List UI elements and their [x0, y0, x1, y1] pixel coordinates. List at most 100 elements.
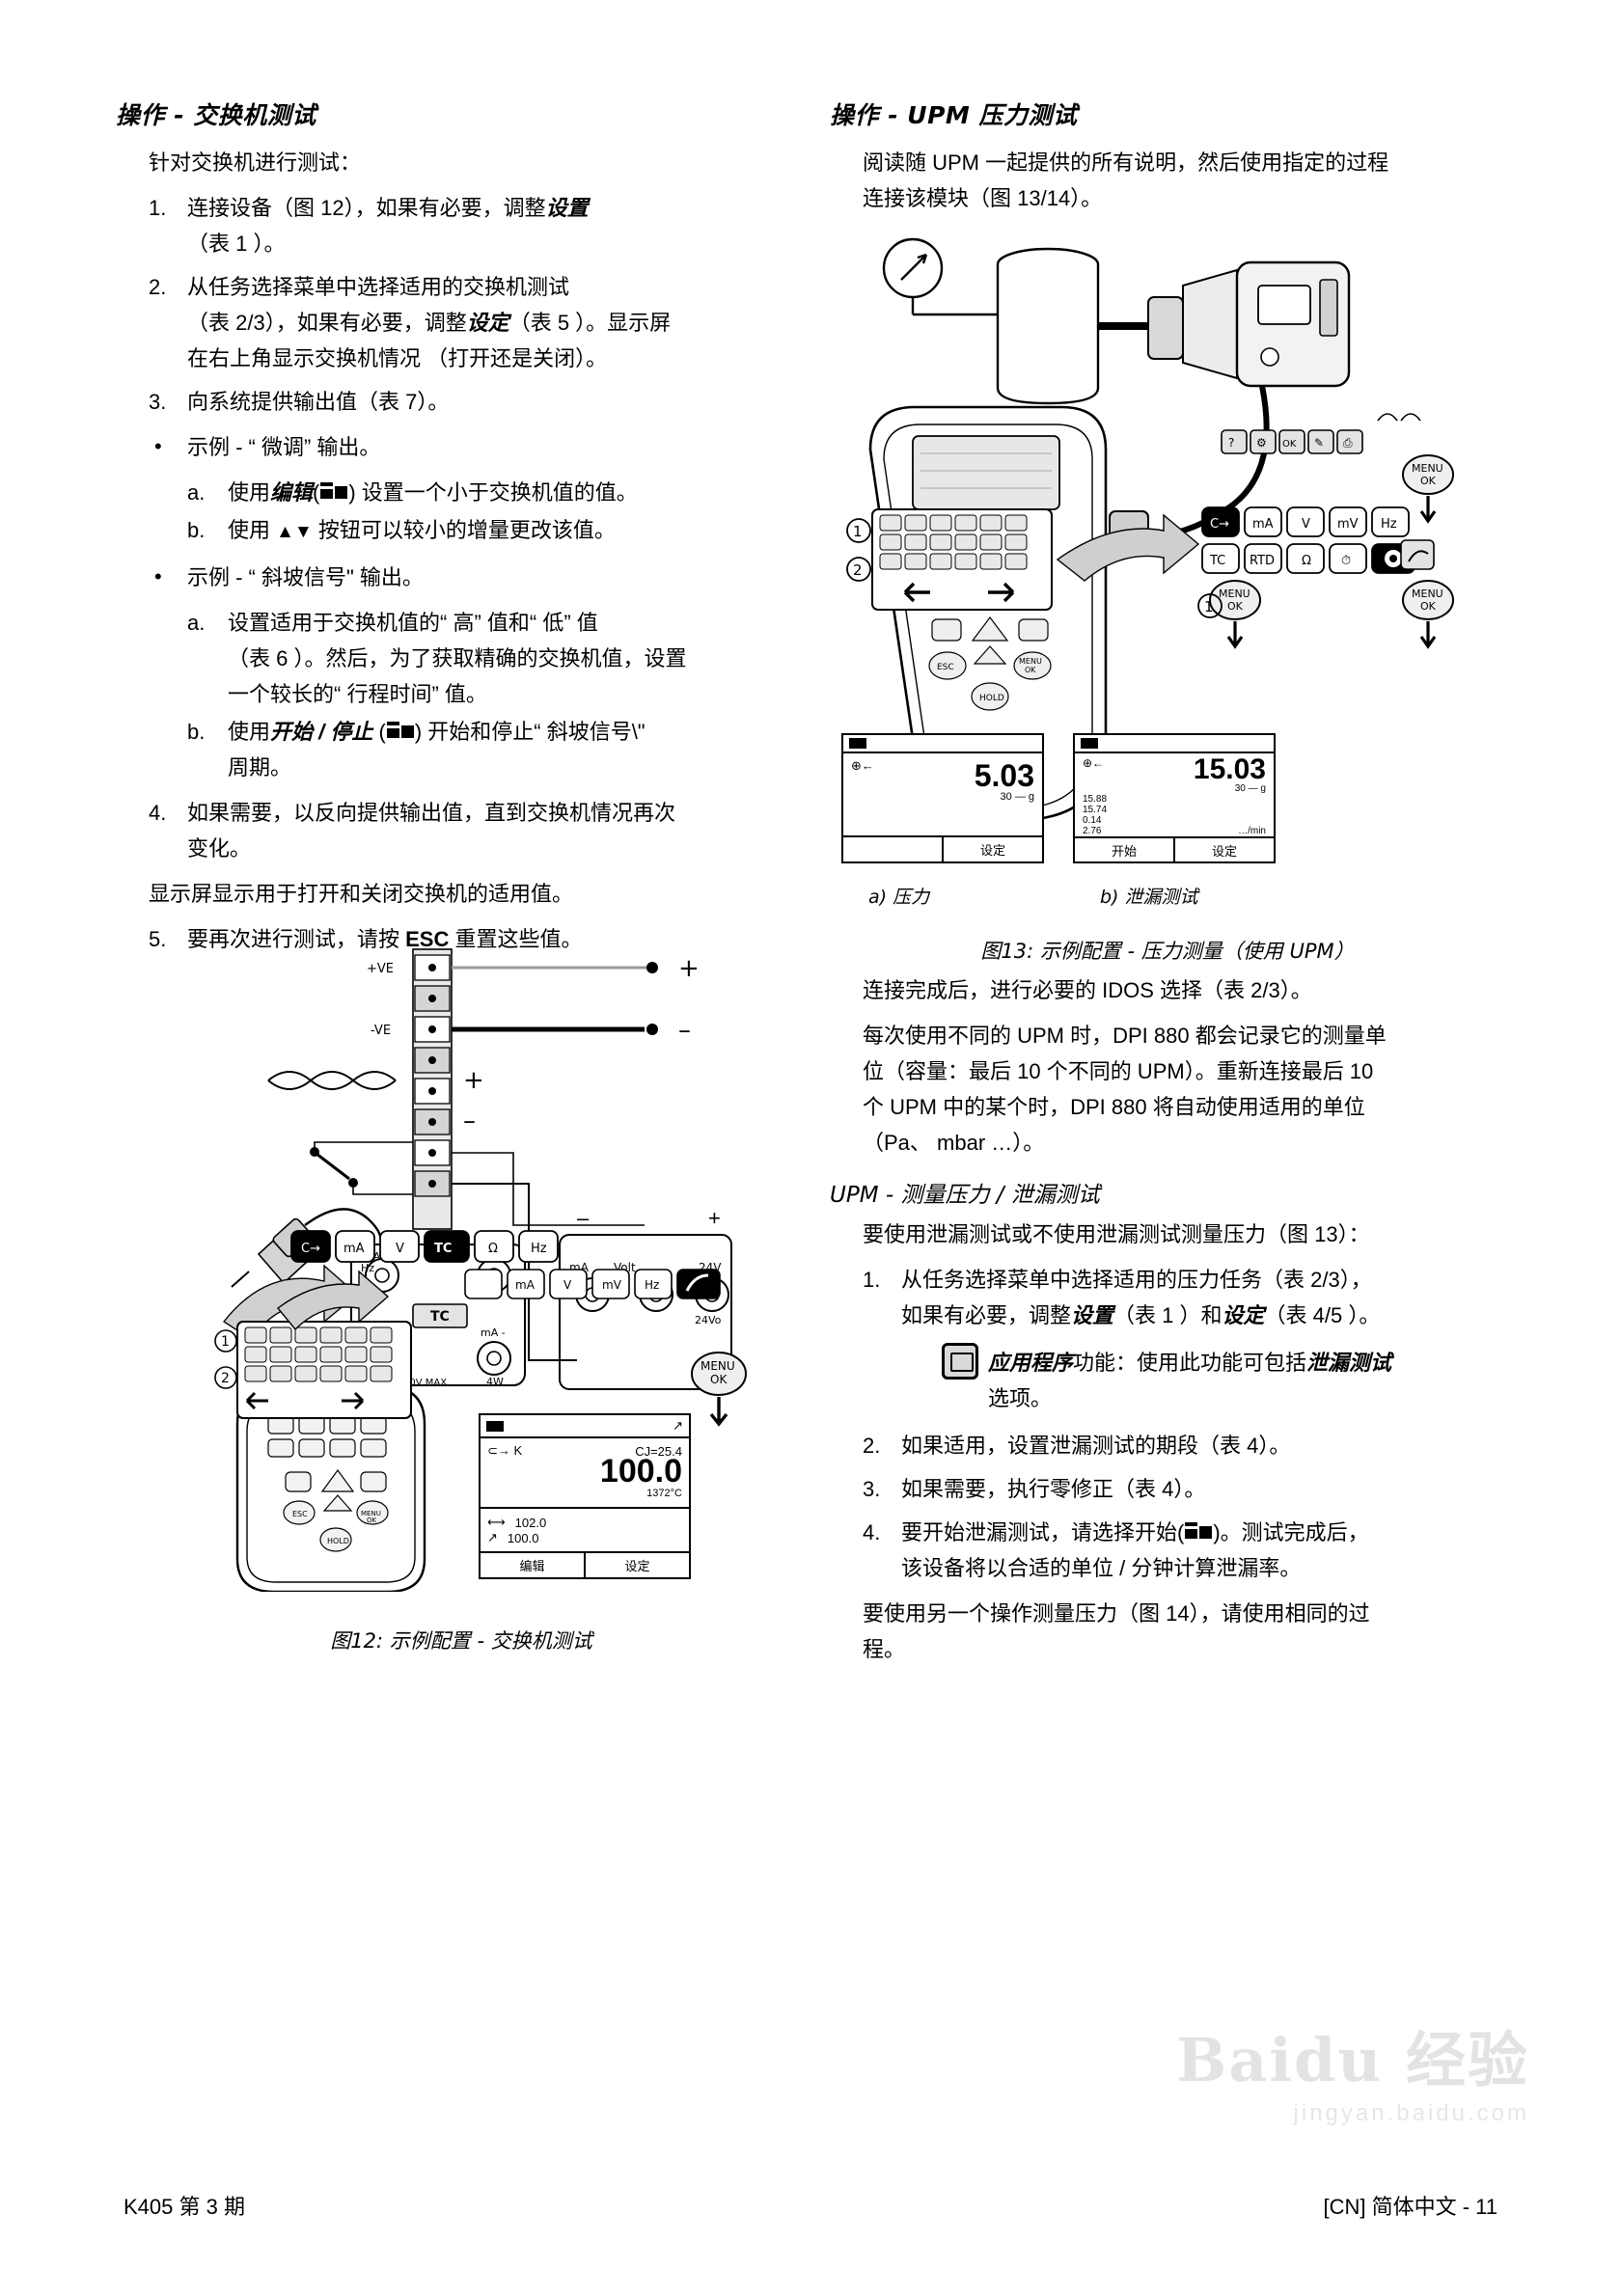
list-item: a. 设置适用于交换机值的“ 高” 值和“ 低” 值（表 6 ）。然后，为了获取… — [116, 605, 791, 712]
svg-text:30V MAX: 30V MAX — [403, 1378, 447, 1388]
wires-top — [452, 962, 658, 1035]
svg-text:?: ? — [1228, 436, 1234, 450]
figure-13-lcd-a: ⊕← 5.03 30 — g 设定 — [841, 733, 1044, 863]
svg-text:Ω: Ω — [488, 1242, 498, 1256]
svg-text:⚙: ⚙ — [1256, 436, 1267, 450]
callout-markers: 1 2 — [214, 1329, 237, 1389]
ramp-icon: ↗ — [673, 1418, 683, 1433]
right-after-fig: 连接完成后，进行必要的 IDOS 选择（表 2/3）。 — [863, 978, 1312, 1002]
lcd-cj-value: CJ=25.4 — [635, 1443, 682, 1459]
list-item: b. 使用开始 / 停止 () 开始和停止“ 斜坡信号\"周期。 — [116, 714, 791, 785]
figure-12-caption: 图12: 示例配置 - 交换机测试 — [330, 1629, 592, 1653]
application-function-icon — [942, 1343, 978, 1380]
key-square-icon — [335, 486, 348, 499]
right-section-heading: 操作 - UPM 压力测试 — [830, 101, 1078, 129]
list-item: 3. 向系统提供输出值（表 7）。 — [116, 384, 791, 420]
list-item: 4. 如果需要，以反向提供输出值，直到交换机情况再次变化。 — [116, 795, 791, 866]
callout-marker-1-fig13: 1 — [1197, 593, 1223, 618]
svg-text:mA: mA — [515, 1278, 536, 1292]
footer-left: K405 第 3 期 — [124, 2195, 245, 2219]
svg-text:ESC: ESC — [937, 663, 954, 672]
svg-text:OK: OK — [367, 1517, 377, 1524]
lcd-b-row-1: 15.88 — [1083, 794, 1108, 805]
left-sublist-2: a. 设置适用于交换机值的“ 高” 值和“ 低” 值（表 6 ）。然后，为了获取… — [116, 605, 791, 785]
list-marker: a. — [187, 480, 206, 505]
svg-text:2: 2 — [853, 561, 863, 579]
sub-step-text: 使用开始 / 停止 () 开始和停止“ 斜坡信号\"周期。 — [228, 720, 646, 779]
switch-symbol — [310, 1141, 413, 1195]
bullet-text: 示例 - “ 斜坡信号" 输出。 — [187, 565, 424, 589]
svg-text:MENU: MENU — [1219, 588, 1250, 600]
step-line: 要开始泄漏测试，请选择开始()。测试完成后，该设备将以合适的单位 / 分钟计算泄… — [901, 1520, 1369, 1580]
twisted-pair — [267, 1071, 397, 1090]
battery-icon — [849, 738, 866, 749]
svg-text:MENU: MENU — [1019, 657, 1042, 666]
callout-markers-fig13: 1 2 — [846, 518, 871, 582]
svg-text:mV: mV — [1337, 517, 1359, 532]
step-line: 连接设备（图 12），如果有必要，调整设置（表 1 ）。 — [187, 196, 589, 256]
svg-text:mA -: mA - — [481, 1326, 506, 1339]
list-marker: b. — [187, 518, 206, 542]
lcd-a-main-value: 5.03 — [974, 758, 1034, 793]
lcd-a-soft-button-right[interactable]: 设定 — [942, 837, 1042, 861]
lcd-soft-button-right[interactable]: 设定 — [624, 1559, 650, 1573]
svg-text:⏱: ⏱ — [1341, 554, 1351, 568]
label-plus-mid: + — [463, 1066, 484, 1095]
leak-icon-callout — [1400, 539, 1435, 570]
esc-key-label: ESC — [405, 927, 450, 951]
svg-text:V: V — [563, 1278, 572, 1292]
label-minus-mid: – — [463, 1107, 476, 1135]
svg-text:mA: mA — [1252, 517, 1274, 532]
svg-text:HOLD: HOLD — [327, 1537, 349, 1545]
step-line: 从任务选择菜单中选择适用的交换机测试（表 2/3），如果有必要，调整设定（表 5… — [187, 275, 672, 370]
lcd-soft-button-left[interactable]: 编辑 — [481, 1553, 586, 1577]
right-intro: 阅读随 UPM 一起提供的所有说明，然后使用指定的过程连接该模块（图 13/14… — [863, 150, 1389, 210]
svg-text:OK: OK — [1227, 600, 1244, 613]
lcd-a-mode-icon: ⊕← — [851, 758, 874, 773]
step-line: 如果需要，执行零修正（表 4）。 — [901, 1477, 1206, 1501]
menu-ok-callout-3: MENU OK — [1209, 580, 1261, 649]
svg-text:ESC: ESC — [292, 1510, 308, 1518]
dpi880-device: ESC MENU OK HOLD — [235, 1385, 426, 1592]
list-item: 3. 如果需要，执行零修正（表 4）。 — [830, 1471, 1505, 1507]
svg-text:TC: TC — [434, 1242, 452, 1256]
svg-text:Hz: Hz — [361, 1262, 374, 1274]
right-closing: 要使用另一个操作测量压力（图 14），请使用相同的过程。 — [863, 1601, 1370, 1661]
left-step-list-2: 4. 如果需要，以反向提供输出值，直到交换机情况再次变化。 — [116, 795, 791, 866]
lcd-row-icon-2: ↗ — [487, 1530, 498, 1544]
flow-arrow-2 — [276, 1270, 390, 1331]
svg-text:OK: OK — [1282, 439, 1297, 450]
arrow-down-icon: ▼ — [293, 522, 313, 542]
list-marker: 2. — [863, 1434, 881, 1458]
battery-icon — [1081, 738, 1098, 749]
pressure-vessel — [996, 247, 1100, 405]
right-sub-intro: 要使用泄漏测试或不使用泄漏测试测量压力（图 13）： — [863, 1222, 1370, 1246]
svg-text:Hz: Hz — [531, 1242, 547, 1256]
svg-text:mA: mA — [343, 1242, 365, 1256]
bullet-marker: • — [154, 434, 162, 458]
figure-12-lcd-screen: ↗ ⊂→ K CJ=25.4 100.0 1372°C ⟷ 102.0 ↗ 10… — [479, 1413, 691, 1579]
svg-text:1: 1 — [1204, 598, 1214, 615]
step-line: 要再次进行测试，请按 ESC 重置这些值。 — [187, 927, 583, 951]
step-line: 从任务选择菜单中选择适用的压力任务（表 2/3），如果有必要，调整设置（表 1 … — [901, 1268, 1381, 1327]
left-bullet-list-1: • 示例 - “ 微调” 输出。 — [116, 429, 791, 465]
lcd-row-value-2: 100.0 — [507, 1530, 539, 1545]
figure-12-task-row-selected: C→ mA V TC Ω Hz — [289, 1225, 608, 1283]
key-square-icon — [386, 722, 399, 738]
lcd-b-row-4: 2.76 — [1083, 826, 1102, 836]
lcd-b-soft-button-right[interactable]: 设定 — [1211, 844, 1237, 859]
figure-13-caption: 图13: 示例配置 - 压力测量（使用 UPM） — [980, 940, 1355, 963]
svg-text:MENU: MENU — [1412, 588, 1443, 600]
svg-text:V: V — [396, 1242, 404, 1256]
lcd-b-soft-button-left[interactable]: 开始 — [1075, 838, 1175, 862]
lcd-a-unit: 30 — g — [1000, 791, 1034, 803]
lcd-unit: 1372°C — [646, 1488, 682, 1499]
list-marker: b. — [187, 720, 206, 744]
figure-12-task-row: mA V mV Hz — [463, 1264, 791, 1322]
svg-text:Ω: Ω — [1302, 554, 1311, 568]
lcd-main-value: 100.0 — [599, 1453, 682, 1490]
sub-step-text: 设置适用于交换机值的“ 高” 值和“ 低” 值（表 6 ）。然后，为了获取精确的… — [228, 611, 687, 706]
svg-text:24Vo: 24Vo — [695, 1314, 722, 1326]
svg-text:TC: TC — [1209, 554, 1225, 568]
